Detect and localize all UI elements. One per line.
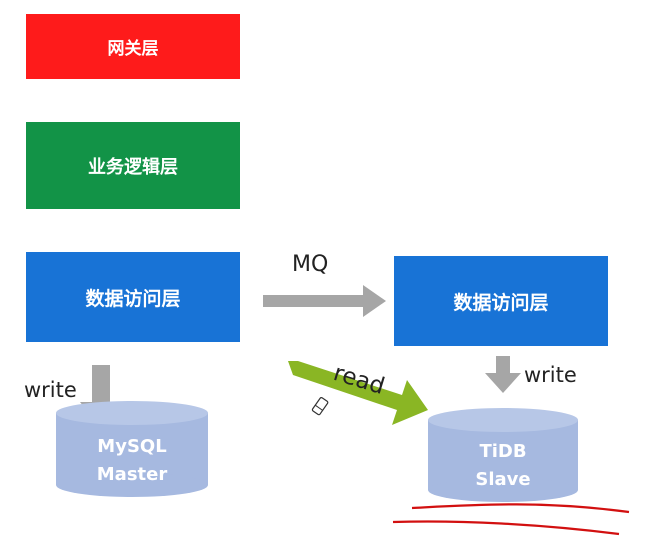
annotation-underline-bottom [392, 520, 620, 536]
business-logic-layer-label: 业务逻辑层 [88, 156, 178, 178]
tidb-label-line2: Slave [475, 469, 531, 490]
data-access-layer-left-label: 数据访问层 [85, 287, 181, 310]
tidb-slave-cylinder [428, 408, 578, 502]
mq-label: MQ [292, 252, 329, 277]
gateway-layer-box: 网关层 [26, 14, 240, 79]
tidb-label-line1: TiDB [479, 441, 527, 462]
business-logic-layer-box: 业务逻辑层 [26, 122, 240, 209]
data-access-layer-left-box: 数据访问层 [26, 252, 240, 342]
mysql-label-line1: MySQL [97, 436, 167, 457]
mysql-master-cylinder [56, 401, 208, 497]
mysql-label-line2: Master [96, 464, 168, 485]
mq-arrow [263, 285, 386, 317]
annotation-underline-top [411, 503, 630, 514]
write-left-label: write [24, 378, 77, 402]
eraser-cursor-icon [311, 396, 329, 416]
data-access-layer-right-label: 数据访问层 [453, 291, 549, 314]
mysql-master-label: MySQL Master [56, 433, 208, 489]
read-arrow [288, 361, 428, 425]
tidb-slave-label: TiDB Slave [428, 438, 578, 494]
data-access-layer-right-box: 数据访问层 [394, 256, 608, 346]
gateway-layer-label: 网关层 [107, 39, 159, 59]
write-right-arrow [485, 356, 521, 393]
write-right-label: write [524, 363, 577, 387]
